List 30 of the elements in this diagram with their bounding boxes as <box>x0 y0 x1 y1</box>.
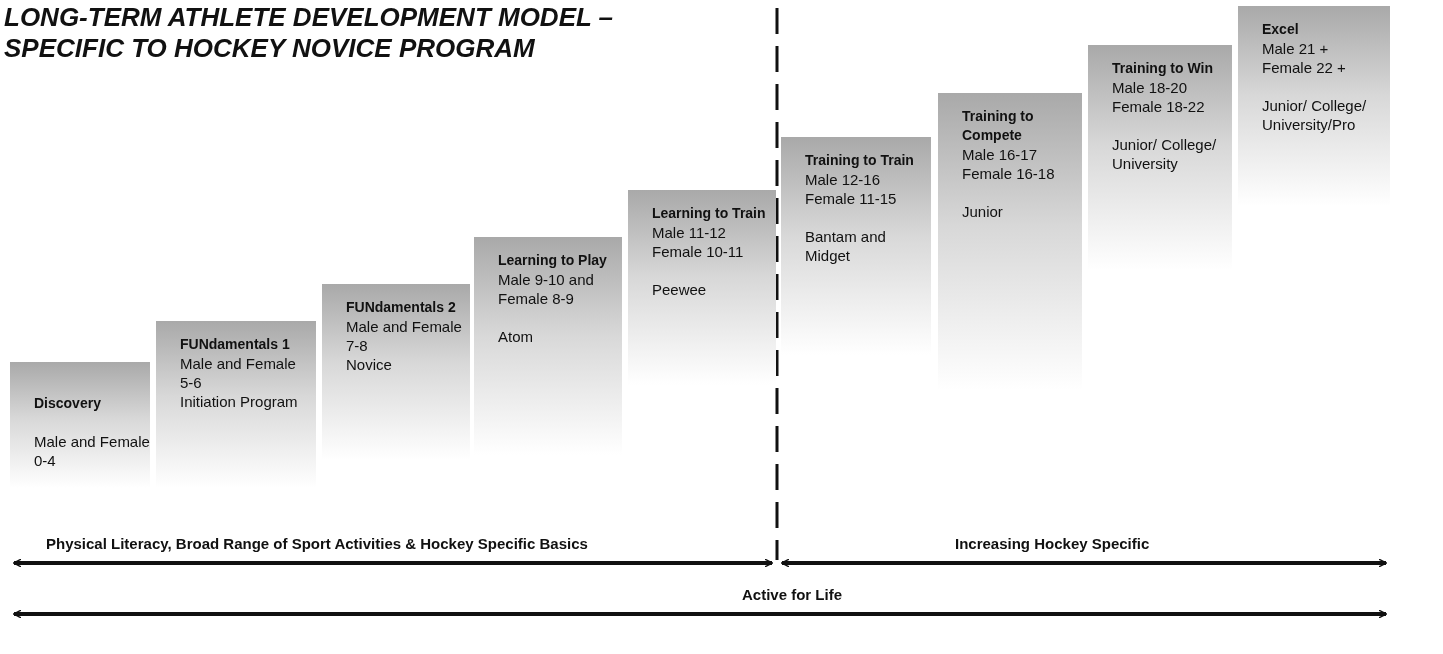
stage-heading: Learning to Train <box>652 204 767 223</box>
age-text: Male 21 + Female 22 + <box>1262 39 1347 77</box>
level-text: Bantam and Midget <box>805 227 887 265</box>
stage-heading: FUNdamentals 1 <box>180 335 291 354</box>
range-label: Physical Literacy, Broad Range of Sport Activities & Hockey Specific Basics <box>46 535 588 552</box>
age-text: Male 18-20 Female 18-22 <box>1112 78 1206 116</box>
level-text: Atom <box>498 327 534 346</box>
age-text: Male and Female 7-8 <box>346 317 463 355</box>
stage-heading: Excel <box>1262 20 1300 39</box>
title: LONG-TERM ATHLETE DEVELOPMENT MODEL – SPECIFIC TO HOCKEY NOVICE PROGRAM <box>4 2 615 64</box>
level-text: Junior <box>962 202 1004 221</box>
range-label: Increasing Hockey Specific <box>955 535 1150 552</box>
range-label: Active for Life <box>742 586 843 603</box>
age-text: Male and Female 0-4 <box>34 432 151 470</box>
stage-heading: Training to Compete <box>962 107 1035 145</box>
stage-heading: Learning to Play <box>498 251 608 270</box>
level-text: Novice <box>346 355 393 374</box>
level-text: Junior/ College/ University/Pro <box>1262 96 1368 134</box>
stage-heading: Training to Train <box>805 151 915 170</box>
stage-heading: FUNdamentals 2 <box>346 298 457 317</box>
stage-heading: Training to Win <box>1112 59 1214 78</box>
level-text: Initiation Program <box>180 392 298 411</box>
level-text: Junior/ College/ University <box>1112 135 1218 173</box>
age-text: Male 11-12 Female 10-11 <box>652 223 745 261</box>
level-text: Peewee <box>652 280 708 299</box>
age-text: Male 16-17 Female 16-18 <box>962 145 1056 183</box>
age-text: Male 12-16 Female 11-15 <box>805 170 898 208</box>
age-text: Male and Female 5-6 <box>180 354 297 392</box>
age-text: Male 9-10 and Female 8-9 <box>498 270 595 308</box>
stage-heading: Discovery <box>34 394 102 413</box>
